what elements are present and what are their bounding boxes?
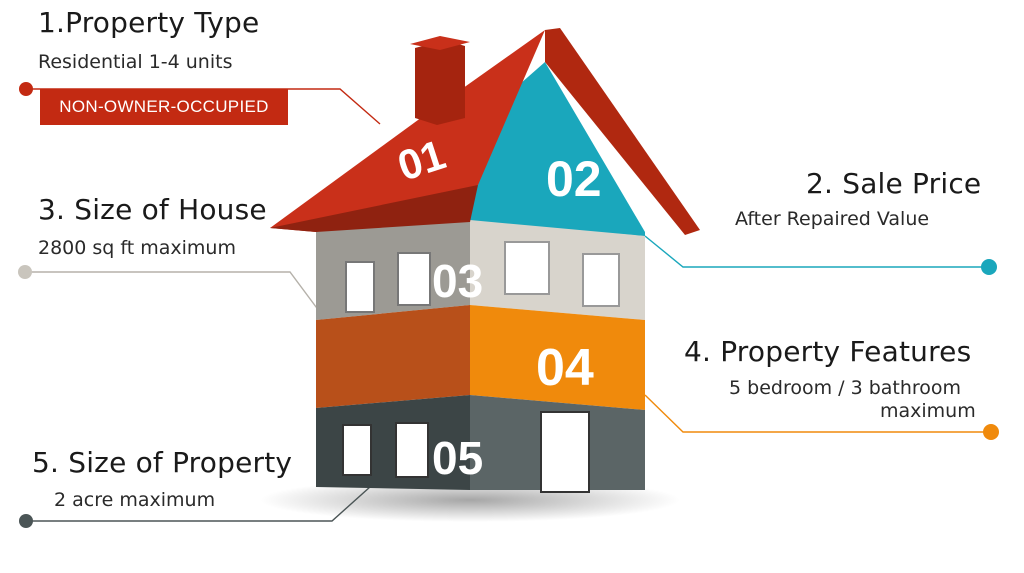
number-04: 04 [536,339,594,397]
floor-04-front [470,305,645,410]
label-subtitle-04-line1: 5 bedroom / 3 bathroom [729,377,962,399]
door [540,411,590,493]
label-title-05: 5. Size of Property [32,446,293,479]
connector-line-02 [644,235,988,268]
label-title-01: 1.Property Type [38,6,260,39]
connector-line-05 [26,477,381,522]
window [504,241,550,295]
label-subtitle-05: 2 acre maximum [54,489,216,511]
window [395,422,429,478]
connector-dot-03 [18,265,32,279]
connector-line-04 [644,394,991,433]
connector-dot-02 [981,259,997,275]
roof-edge [545,28,700,235]
gable-02 [470,62,645,236]
label-title-03: 3. Size of House [38,193,267,226]
roof-left [270,30,545,232]
non-owner-occupied-badge: NON-OWNER-OCCUPIED [40,89,288,125]
chimney [415,40,465,125]
window [342,424,372,476]
chimney-top [410,36,470,50]
label-subtitle-03: 2800 sq ft maximum [38,237,236,259]
window [582,253,620,307]
connector-dot-05 [19,514,33,528]
label-subtitle-02: After Repaired Value [735,208,930,230]
label-subtitle-04-line2: maximum [880,400,976,422]
window [345,261,375,313]
window [397,252,431,306]
connector-dot-01 [19,82,33,96]
number-03: 03 [432,255,483,307]
number-02: 02 [546,151,602,207]
label-title-02: 2. Sale Price [806,167,982,200]
connector-line-03 [25,271,326,320]
roof-shade [270,185,478,232]
connector-dot-04 [983,424,999,440]
label-title-04: 4. Property Features [684,335,972,368]
label-subtitle-01: Residential 1-4 units [38,51,233,73]
number-05: 05 [432,432,483,484]
floor-04-side [316,305,470,408]
